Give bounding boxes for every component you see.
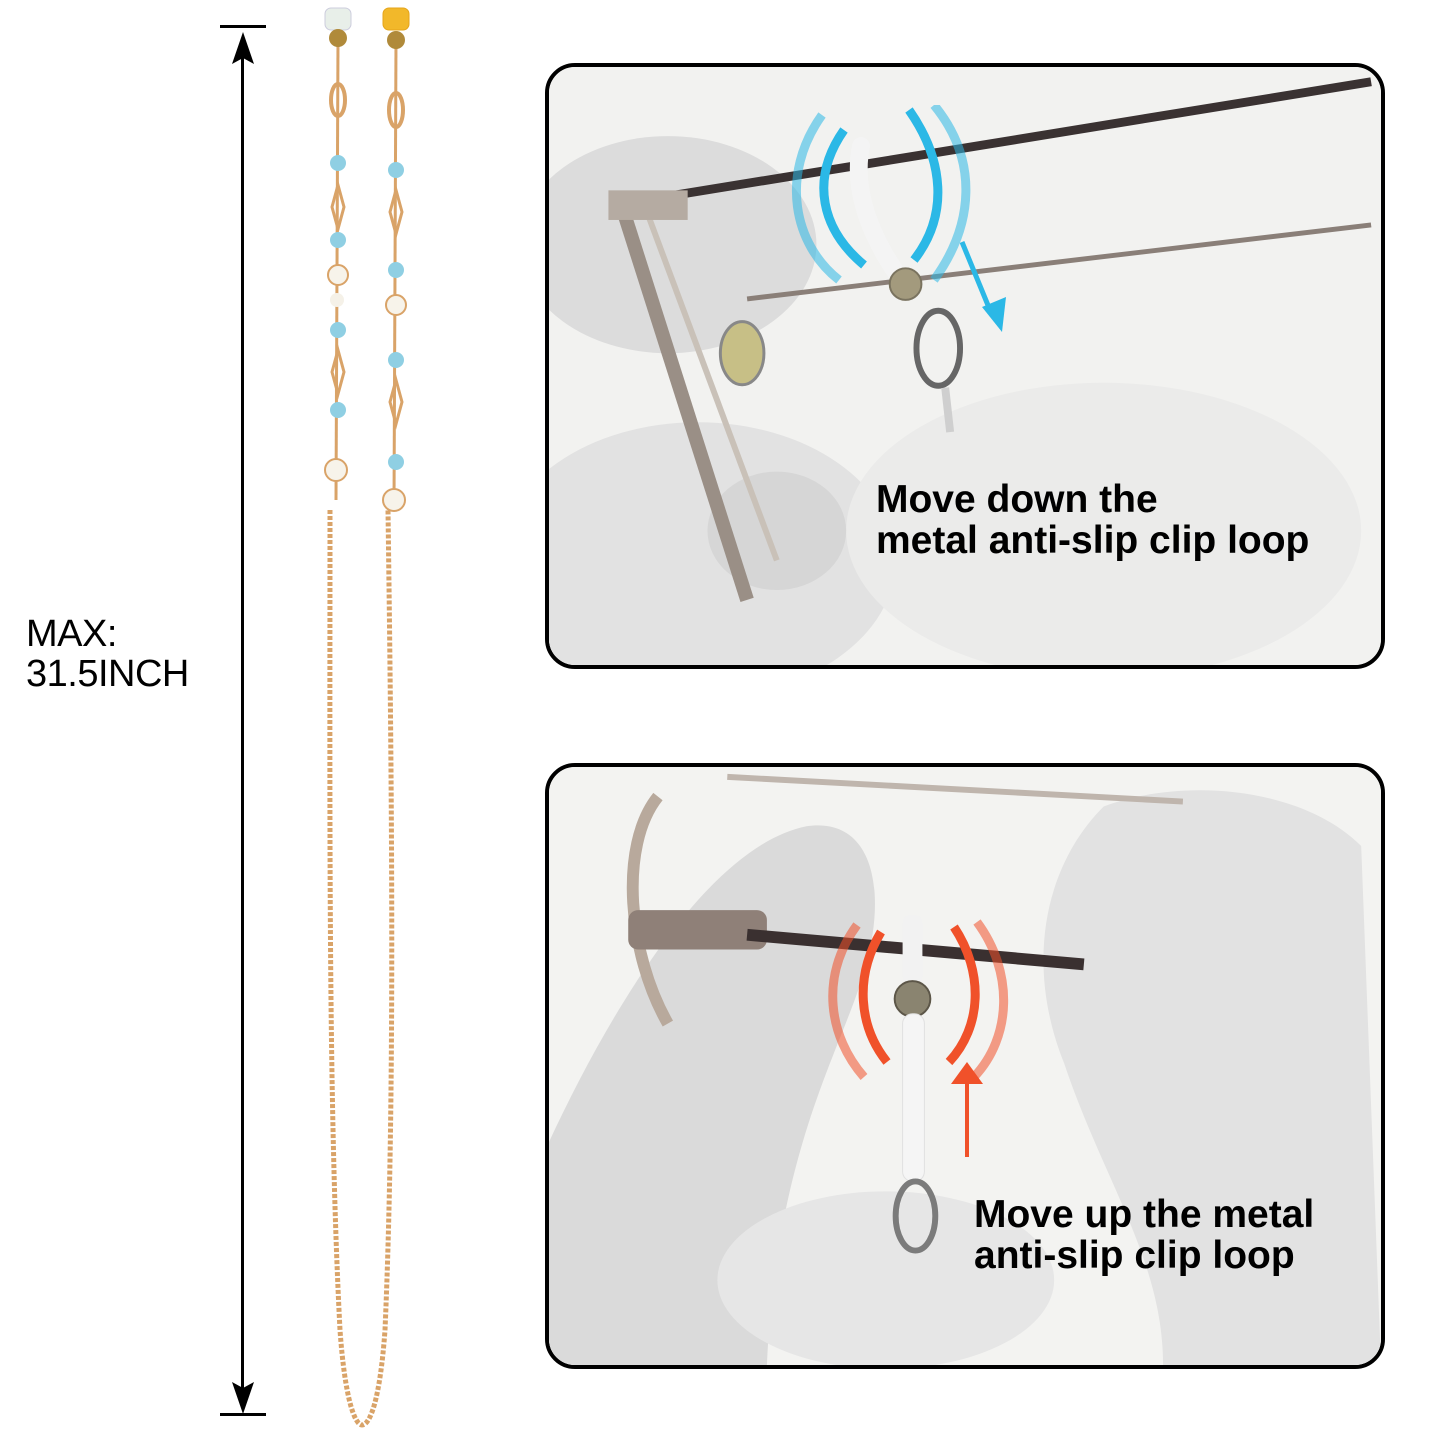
instruction-caption-top: Move down the metal anti-slip clip loop xyxy=(876,479,1309,561)
caption-line1: Move up the metal xyxy=(974,1193,1315,1236)
chain-strand-right xyxy=(382,7,410,512)
arrow-up-icon xyxy=(951,1062,983,1157)
dimension-label-line2: 31.5INCH xyxy=(26,653,189,695)
caption-line2: anti-slip clip loop xyxy=(974,1234,1295,1277)
dimension-bottom-cap xyxy=(220,1413,266,1416)
arrow-down-icon xyxy=(232,1382,254,1414)
arrow-up-icon xyxy=(232,32,254,64)
instruction-panel-top: Move down the metal anti-slip clip loop xyxy=(545,63,1385,669)
caption-line1: Move down the xyxy=(876,478,1158,521)
dimension-top-cap xyxy=(220,25,266,28)
eyeglass-chain-image xyxy=(324,7,410,1428)
dimension-label: MAX: 31.5INCH xyxy=(26,614,189,694)
vibration-indicator-icon xyxy=(828,919,1009,1081)
instruction-caption-bottom: Move up the metal anti-slip clip loop xyxy=(974,1194,1314,1276)
instruction-panel-bottom: Move up the metal anti-slip clip loop xyxy=(545,763,1385,1369)
dimension-label-line1: MAX: xyxy=(26,613,117,655)
chain-strand-left xyxy=(324,7,352,501)
dimension-line xyxy=(241,55,244,1390)
caption-line2: metal anti-slip clip loop xyxy=(876,519,1310,562)
arrow-down-icon xyxy=(959,241,1006,332)
vibration-indicator-icon xyxy=(791,105,971,284)
